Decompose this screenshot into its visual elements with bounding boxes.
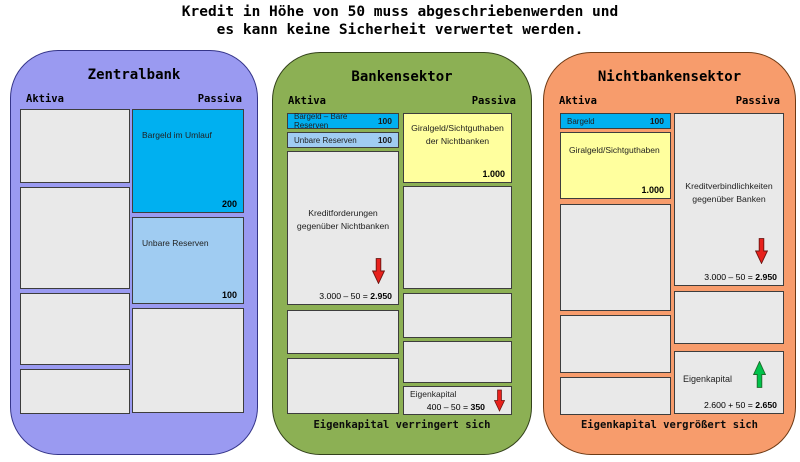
nichtbankensektor-passiva-label: Passiva: [735, 95, 780, 107]
eigenkapital-bs-formula-result: 350: [470, 402, 486, 412]
zentralbank-aktiva-box-empty-1: [20, 109, 130, 183]
bargeld-bare-reserven-value: 100: [377, 116, 392, 126]
box-kreditverbindlichkeiten: Kreditverbindlichkeiten gegenüber Banken…: [674, 113, 784, 286]
box-unbare-reserven-zb: Unbare Reserven 100: [132, 217, 244, 304]
title-line-1: Kredit in Höhe von 50 muss abgeschrieben…: [181, 4, 619, 20]
kreditforderungen-label-line1: Kreditforderungen: [308, 208, 378, 218]
kreditforderungen-formula: 3.000 – 50 = 2.950: [319, 291, 392, 301]
kreditverbindlichkeiten-formula-prefix: 3.000 – 50 =: [704, 272, 756, 282]
bankensektor-caption: Eigenkapital verringert sich: [313, 419, 491, 431]
box-kreditforderungen: Kreditforderungen gegenüber Nichtbanken …: [287, 151, 399, 305]
bankensektor-passiva-box-empty-3: [403, 341, 512, 383]
nichtbankensektor-caption: Eigenkapital vergrößert sich: [580, 419, 758, 431]
panel-bankensektor-header: Bankensektor: [351, 69, 453, 85]
zentralbank-aktiva-label: Aktiva: [26, 93, 64, 105]
bargeld-im-umlauf-value: 200: [221, 199, 237, 209]
eigenkapital-nb-label: Eigenkapital: [683, 374, 733, 384]
kreditforderungen-label-line2: gegenüber Nichtbanken: [296, 221, 390, 231]
unbare-reserven-zb-label: Unbare Reserven: [142, 238, 209, 248]
bankensektor-aktiva-label: Aktiva: [288, 95, 326, 107]
nichtbankensektor-passiva-box-empty-1: [674, 291, 784, 344]
red-down-arrow-icon: [494, 389, 505, 412]
red-down-arrow-icon: [372, 258, 385, 284]
panel-bankensektor: Bankensektor Aktiva Passiva Bargeld – Ba…: [272, 52, 532, 455]
kreditverbindlichkeiten-formula-result: 2.950: [755, 272, 777, 282]
title-line-2: es kann keine Sicherheit verwertet werde…: [216, 22, 584, 38]
bankensektor-aktiva-box-empty-2: [287, 358, 399, 414]
box-eigenkapital-bs: Eigenkapital 400 – 50 = 350: [403, 386, 512, 415]
zentralbank-passiva-box-empty-1: [132, 308, 244, 413]
box-giralgeld-nb: Giralgeld/Sichtguthaben 1.000: [560, 132, 671, 199]
bargeld-nb-value: 100: [649, 116, 664, 126]
slide-title: Kredit in Höhe von 50 muss abgeschrieben…: [0, 3, 800, 39]
bargeld-nb-label: Bargeld: [567, 116, 595, 126]
giralgeld-nichtbanken-value: 1.000: [482, 169, 505, 179]
bankensektor-aktiva-box-empty-1: [287, 310, 399, 354]
nichtbankensektor-aktiva-box-empty-1: [560, 204, 671, 311]
eigenkapital-nb-formula-prefix: 2.600 + 50 =: [704, 400, 756, 410]
bankensektor-passiva-label: Passiva: [471, 95, 516, 107]
box-eigenkapital-nb: Eigenkapital 2.600 + 50 = 2.650: [674, 351, 784, 414]
red-down-arrow-icon: [755, 238, 768, 264]
eigenkapital-bs-formula-prefix: 400 – 50 =: [426, 402, 471, 412]
panel-nichtbankensektor-header: Nichtbankensektor: [597, 69, 742, 85]
eigenkapital-bs-label: Eigenkapital: [410, 389, 457, 399]
nichtbankensektor-aktiva-box-empty-3: [560, 377, 671, 415]
zentralbank-aktiva-box-empty-2: [20, 187, 130, 289]
zentralbank-aktiva-box-empty-3: [20, 293, 130, 365]
eigenkapital-nb-formula-result: 2.650: [755, 400, 777, 410]
green-up-arrow-icon: [753, 361, 766, 388]
bargeld-bare-reserven-label: Bargeld – Bare Reserven: [294, 112, 348, 130]
unbare-reserven-zb-value: 100: [221, 290, 237, 300]
bankensektor-passiva-box-empty-1: [403, 186, 512, 289]
box-bargeld-bare-reserven: Bargeld – Bare Reserven 100: [287, 112, 399, 130]
giralgeld-nb-label: Giralgeld/Sichtguthaben: [569, 145, 660, 155]
giralgeld-nichtbanken-label-line1: Giralgeld/Sichtguthaben: [411, 123, 504, 133]
box-bargeld-im-umlauf: Bargeld im Umlauf 200: [132, 109, 244, 213]
panel-zentralbank-header: Zentralbank: [87, 67, 181, 83]
box-giralgeld-nichtbanken: Giralgeld/Sichtguthaben der Nichtbanken …: [403, 113, 512, 183]
bankensektor-passiva-box-empty-2: [403, 293, 512, 338]
zentralbank-passiva-label: Passiva: [197, 93, 242, 105]
unbare-reserven-bs-label: Unbare Reserven: [294, 135, 357, 145]
kreditforderungen-formula-result: 2.950: [370, 291, 392, 301]
bargeld-im-umlauf-label: Bargeld im Umlauf: [142, 130, 212, 140]
kreditverbindlichkeiten-formula: 3.000 – 50 = 2.950: [704, 272, 777, 282]
eigenkapital-bs-formula: 400 – 50 = 350: [427, 402, 485, 412]
zentralbank-aktiva-box-empty-4: [20, 369, 130, 414]
unbare-reserven-bs-value: 100: [377, 135, 392, 145]
nichtbankensektor-aktiva-box-empty-2: [560, 315, 671, 373]
panel-nichtbankensektor: Nichtbankensektor Aktiva Passiva Bargeld…: [543, 52, 796, 455]
giralgeld-nb-value: 1.000: [641, 185, 664, 195]
box-bargeld-nb: Bargeld 100: [560, 113, 671, 129]
kreditverbindlichkeiten-label-line1: Kreditverbindlichkeiten: [685, 181, 773, 191]
kreditforderungen-formula-prefix: 3.000 – 50 =: [319, 291, 371, 301]
nichtbankensektor-aktiva-label: Aktiva: [559, 95, 597, 107]
giralgeld-nichtbanken-label-line2: der Nichtbanken: [425, 136, 490, 146]
kreditverbindlichkeiten-label-line2: gegenüber Banken: [692, 194, 766, 204]
panel-zentralbank: Zentralbank Aktiva Passiva Bargeld im Um…: [10, 50, 258, 455]
eigenkapital-nb-formula: 2.600 + 50 = 2.650: [704, 400, 777, 410]
box-unbare-reserven-bs: Unbare Reserven 100: [287, 132, 399, 148]
